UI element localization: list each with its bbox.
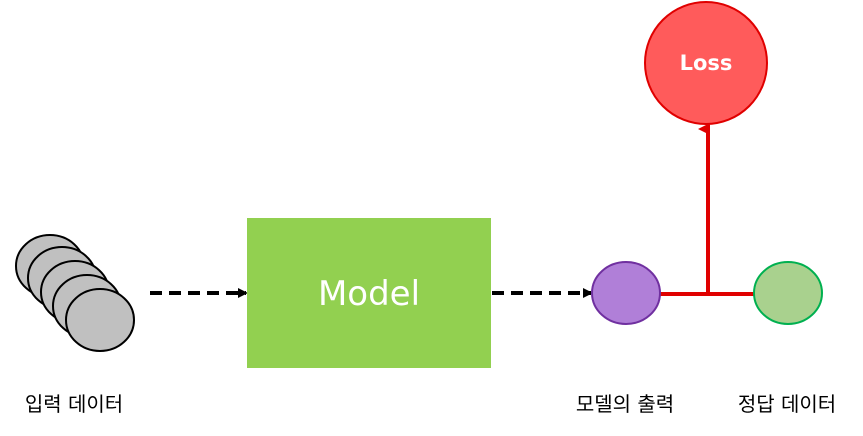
target-data-label: 정답 데이터 bbox=[738, 392, 836, 416]
model-box: Model bbox=[247, 218, 491, 368]
target-data-node bbox=[753, 261, 823, 325]
loss-node: Loss bbox=[644, 1, 768, 125]
model-output-label: 모델의 출력 bbox=[576, 392, 674, 416]
model-label: Model bbox=[318, 274, 420, 314]
input-data-label: 입력 데이터 bbox=[25, 392, 123, 416]
model-output-node bbox=[591, 261, 661, 325]
model-rect bbox=[247, 218, 491, 368]
input-data-disc bbox=[65, 288, 135, 352]
loss-label: Loss bbox=[680, 51, 733, 75]
input-data-stack bbox=[15, 234, 135, 352]
loss-circle bbox=[644, 1, 768, 125]
